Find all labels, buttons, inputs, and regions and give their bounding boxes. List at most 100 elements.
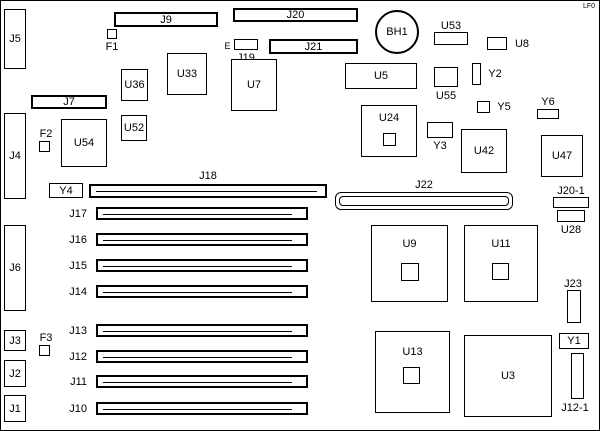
connector-j12-1 <box>571 353 584 399</box>
connector-j9: J9 <box>114 12 218 27</box>
chip-u54-label: U54 <box>73 137 95 149</box>
chip-u7-label: U7 <box>246 79 262 91</box>
connector-j6: J6 <box>4 225 26 311</box>
connector-j5-label: J5 <box>9 33 21 45</box>
crystal-y2 <box>472 63 481 85</box>
slot-key-line <box>103 381 292 383</box>
slot-j16-label: J16 <box>69 234 87 246</box>
chip-u42-label: U42 <box>473 145 495 157</box>
crystal-y5 <box>477 101 490 113</box>
slot-j17 <box>96 207 308 220</box>
chip-u28 <box>557 210 585 222</box>
chip-u36-label: U36 <box>124 79 145 91</box>
pin1-marker <box>401 263 419 281</box>
slot-key-line <box>103 291 292 293</box>
slot-j18 <box>89 184 327 198</box>
slot-j13 <box>96 324 308 337</box>
crystal-y6 <box>537 109 559 119</box>
battery-bh1: BH1 <box>375 10 419 54</box>
connector-j1-label: J1 <box>9 402 21 415</box>
slot-key-line <box>103 330 292 332</box>
crystal-y3 <box>427 122 453 138</box>
chip-u42: U42 <box>461 129 507 173</box>
connector-j4-label: J4 <box>9 150 21 162</box>
connector-j3-label: J3 <box>9 334 21 347</box>
connector-j23-label: J23 <box>564 278 582 290</box>
fuse-f2 <box>39 141 50 152</box>
chip-u13: U13 <box>375 331 450 413</box>
slot-j14-label: J14 <box>69 286 87 298</box>
chip-u33-label: U33 <box>176 68 198 80</box>
slot-j12-label: J12 <box>69 351 87 363</box>
chip-u52: U52 <box>121 115 147 141</box>
crystal-y1: Y1 <box>559 333 589 349</box>
chip-u53-label: U53 <box>440 20 462 32</box>
chip-u47-label: U47 <box>551 150 573 162</box>
chip-u55 <box>434 67 458 87</box>
connector-j1: J1 <box>4 395 26 422</box>
slot-key-line <box>103 265 292 267</box>
crystal-y6-label: Y6 <box>541 96 555 108</box>
chip-u53 <box>434 32 468 45</box>
chip-u9: U9 <box>371 225 448 302</box>
crystal-y4: Y4 <box>49 183 83 198</box>
fuse-f2-label: F2 <box>39 128 53 140</box>
slot-j10 <box>96 402 308 415</box>
chip-u5-label: U5 <box>373 70 389 82</box>
chip-u28-label: U28 <box>560 224 582 236</box>
connector-j7-label: J7 <box>63 96 75 108</box>
crystal-y1-label: Y1 <box>567 335 581 347</box>
connector-j21-label: J21 <box>304 40 323 53</box>
pin1-marker <box>492 263 509 280</box>
chip-u8-label: U8 <box>514 38 530 50</box>
slot-j16 <box>96 233 308 246</box>
connector-j5: J5 <box>4 9 26 69</box>
connector-j20-label: J20 <box>286 9 305 21</box>
connector-j7: J7 <box>31 95 107 109</box>
chip-u11-label: U11 <box>491 238 511 250</box>
connector-j9-label: J9 <box>160 13 172 26</box>
crystal-y3-label: Y3 <box>433 140 447 152</box>
slot-key-line <box>103 213 292 215</box>
fuse-f1 <box>107 29 117 39</box>
connector-j23 <box>567 290 581 323</box>
chip-u3: U3 <box>464 335 552 417</box>
chip-u33: U33 <box>167 53 207 95</box>
chip-u54: U54 <box>61 119 107 167</box>
slot-j12 <box>96 350 308 363</box>
slot-key-line <box>103 408 292 410</box>
connector-j22-label: J22 <box>415 179 433 191</box>
connector-j20-1-label: J20-1 <box>557 185 585 197</box>
connector-j19 <box>234 39 258 50</box>
chip-u11: U11 <box>464 225 538 302</box>
e-marker-label: E <box>224 41 231 51</box>
slot-j10-label: J10 <box>69 403 87 415</box>
connector-j20: J20 <box>233 8 358 22</box>
slot-j14 <box>96 285 308 298</box>
connector-j20-1 <box>553 197 589 208</box>
connector-j22-inner <box>339 196 509 206</box>
chip-u8 <box>487 37 507 50</box>
connector-j2: J2 <box>4 360 26 387</box>
fuse-f3 <box>39 345 50 356</box>
slot-j15 <box>96 259 308 272</box>
chip-u24-label: U24 <box>378 112 400 124</box>
connector-j2-label: J2 <box>9 367 21 380</box>
fuse-f3-label: F3 <box>39 332 53 344</box>
corner-mark-label: LF0 <box>582 3 595 10</box>
chip-u24: U24 <box>361 105 417 157</box>
chip-u3-label: U3 <box>500 370 516 382</box>
connector-j3: J3 <box>4 330 26 351</box>
chip-u5: U5 <box>345 63 417 89</box>
chip-u52-label: U52 <box>123 122 145 134</box>
fuse-f1-label: F1 <box>105 41 119 53</box>
slot-key-line <box>96 191 317 192</box>
chip-u55-label: U55 <box>435 90 457 102</box>
crystal-y4-label: Y4 <box>59 184 73 197</box>
connector-j22 <box>335 192 513 210</box>
slot-key-line <box>103 356 292 358</box>
slot-j18-label: J18 <box>199 170 217 182</box>
chip-u9-label: U9 <box>402 238 417 250</box>
connector-j21: J21 <box>269 39 358 54</box>
